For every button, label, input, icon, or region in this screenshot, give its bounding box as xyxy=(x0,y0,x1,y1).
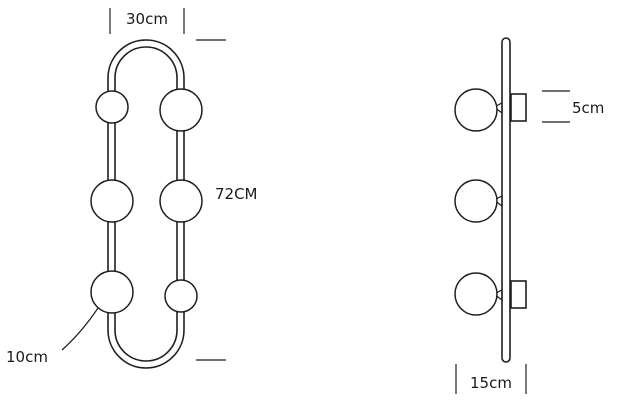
side-view: 5cm 15cm xyxy=(454,37,604,394)
wall-plate xyxy=(501,37,511,363)
front-view: 30cm 72CM 10cm xyxy=(6,8,258,369)
width-label: 30cm xyxy=(126,10,168,28)
globe-leader-line xyxy=(61,307,99,351)
connector-bottom xyxy=(492,289,503,302)
globe-bottom-left xyxy=(90,270,134,314)
side-globe-middle xyxy=(454,179,498,223)
globe-top-right xyxy=(159,88,203,132)
mount-block-bottom xyxy=(510,280,527,309)
frame-outer xyxy=(107,39,185,369)
globe-bottom-right xyxy=(164,279,198,313)
globe-top-left xyxy=(95,90,129,124)
globe-diameter-label: 10cm xyxy=(6,348,48,366)
depth-label: 15cm xyxy=(470,374,512,392)
frame-inner xyxy=(114,46,178,362)
connector-middle xyxy=(492,195,503,208)
side-globe-bottom xyxy=(454,272,498,316)
side-globe-top xyxy=(454,88,498,132)
connector-top xyxy=(492,102,503,115)
globe-middle-right xyxy=(159,179,203,223)
mount-block-top xyxy=(510,93,527,122)
globe-middle-left xyxy=(90,179,134,223)
mount-height-label: 5cm xyxy=(572,99,604,117)
height-label: 72CM xyxy=(215,185,258,203)
